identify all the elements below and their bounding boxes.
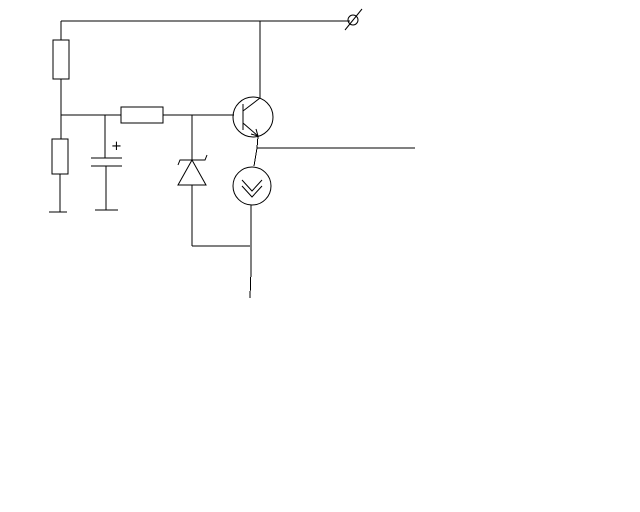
resistor-series bbox=[120, 106, 164, 124]
current-source-icon bbox=[232, 166, 272, 206]
supply-terminal-icon bbox=[344, 8, 363, 31]
resistor-bottom bbox=[51, 138, 69, 175]
capacitor-polarity-label: + bbox=[111, 139, 122, 154]
load-return-wire bbox=[249, 205, 252, 299]
supply-rail bbox=[60, 20, 350, 98]
resistor-top bbox=[52, 39, 70, 80]
transistor-icon bbox=[232, 96, 274, 138]
zener-diode-icon bbox=[177, 115, 250, 247]
capacitor-electrolytic: + bbox=[91, 115, 122, 211]
emitter-wire bbox=[253, 135, 259, 167]
